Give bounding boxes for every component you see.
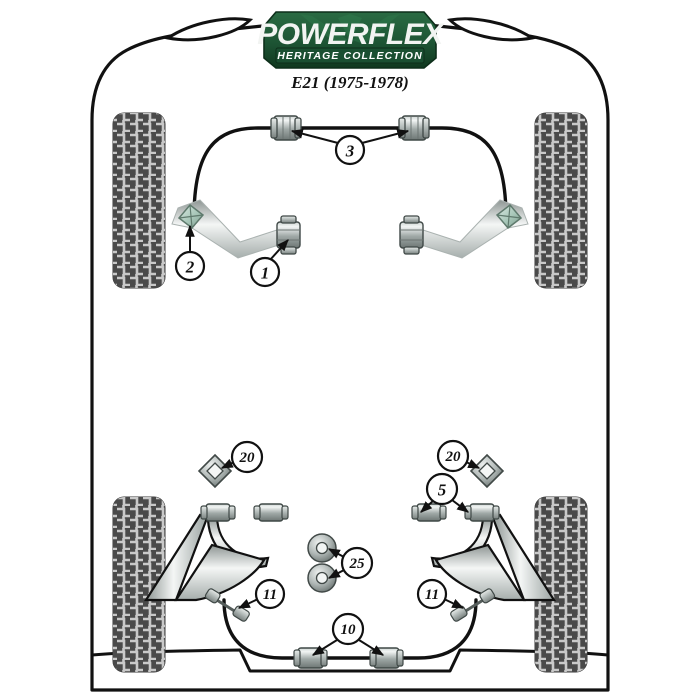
wing-mirror-left <box>164 17 254 42</box>
callout-20-left[interactable]: 20 <box>230 440 264 474</box>
rear-left-tyre <box>112 496 166 673</box>
logo-brand-text: POWERFLEX <box>257 18 445 51</box>
wing-mirror-right <box>446 17 536 42</box>
rear-arb-bush-left <box>293 647 328 669</box>
callout-10[interactable]: 10 <box>331 612 365 646</box>
callout-3-label: 3 <box>345 142 355 161</box>
callout-11-left[interactable]: 11 <box>254 578 286 610</box>
callout-10-label: 10 <box>341 622 357 638</box>
front-left-tyre <box>112 112 166 289</box>
front-arb-bush-right <box>398 115 430 141</box>
leader-1 <box>269 239 289 261</box>
callout-2-label: 2 <box>185 258 195 277</box>
leader-3a <box>290 129 339 144</box>
model-label: E21 (1975-1978) <box>290 73 409 92</box>
leader-11l <box>237 598 259 609</box>
rear-wishbone-bush-right-inner <box>464 503 500 522</box>
callout-leader-lines <box>185 129 481 656</box>
callout-1[interactable]: 1 <box>249 256 281 288</box>
rear-anti-roll-bar <box>222 598 478 660</box>
front-anti-roll-bar <box>192 126 508 220</box>
rear-wishbone-left <box>143 513 270 602</box>
front-wishbone-bush-right <box>399 215 424 255</box>
callout-20-right-label: 20 <box>445 449 462 465</box>
callout-2[interactable]: 2 <box>174 250 206 282</box>
powerflex-logo: POWERFLEX HERITAGE COLLECTION <box>257 11 446 69</box>
leader-10a <box>311 639 338 656</box>
rear-wishbone-bush-left-outer <box>253 503 289 522</box>
rear-wishbone-right <box>430 513 557 602</box>
logo-tagline-text: HERITAGE COLLECTION <box>277 50 423 62</box>
front-strut-mount-bush-left <box>177 203 205 230</box>
leader-20l <box>220 458 235 469</box>
callout-25-label: 25 <box>349 556 366 572</box>
front-strut-mount-bush-right <box>495 203 523 230</box>
leader-10b <box>358 639 385 656</box>
leader-20r <box>465 459 481 469</box>
callout-11-right[interactable]: 11 <box>416 578 448 610</box>
leader-5a <box>420 499 435 513</box>
leader-3b <box>361 129 410 144</box>
diff-bush-lower <box>307 563 337 593</box>
callout-11-left-label: 11 <box>263 587 277 603</box>
callout-11-right-label: 11 <box>425 587 439 603</box>
leader-25a <box>327 548 345 559</box>
callout-25[interactable]: 25 <box>340 546 374 580</box>
leader-25b <box>327 568 345 579</box>
callout-5-label: 5 <box>438 481 447 500</box>
rear-wishbone-bush-left-inner <box>200 503 236 522</box>
callout-1-label: 1 <box>261 264 270 283</box>
leader-5b <box>451 499 469 513</box>
rear-drop-link-left <box>204 588 250 622</box>
front-arb-bush-left <box>270 115 302 141</box>
callout-20-left-label: 20 <box>239 450 256 466</box>
leader-11r <box>443 598 465 609</box>
rear-drop-link-right <box>450 588 496 622</box>
callout-5[interactable]: 5 <box>425 472 459 506</box>
callout-20-right[interactable]: 20 <box>436 439 470 473</box>
front-right-tyre <box>534 112 588 289</box>
diff-bush-upper <box>307 533 337 563</box>
rear-wishbone-bush-right-outer <box>411 503 447 522</box>
callout-3[interactable]: 3 <box>334 134 366 166</box>
